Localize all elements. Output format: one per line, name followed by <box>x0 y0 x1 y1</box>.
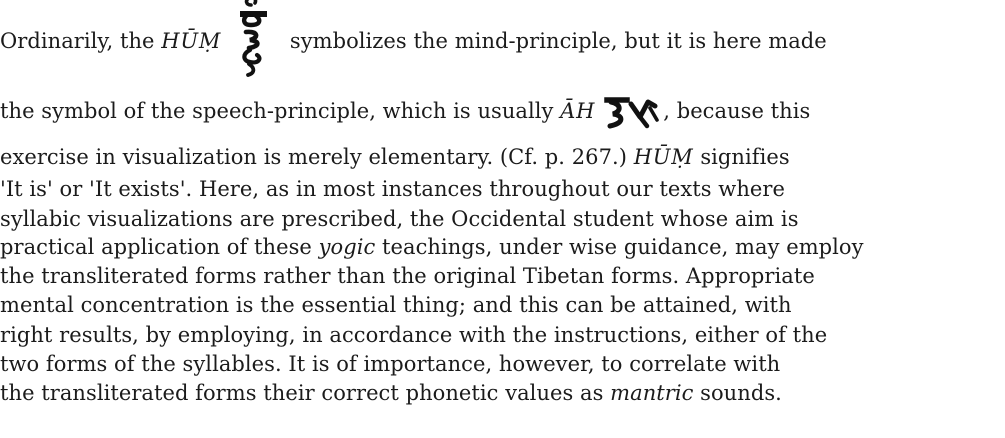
yogic-term: yogic <box>318 235 376 259</box>
text-line-10: two forms of the syllables. It is of imp… <box>0 352 781 376</box>
hum-term: HŪṂ <box>161 29 222 53</box>
text-line-7: the transliterated forms rather than the… <box>0 264 815 288</box>
tibetan-ah-icon <box>603 92 661 132</box>
text-line-6: practical application of these yogic tea… <box>0 234 1005 260</box>
line-3-lead: exercise in visualization is merely elem… <box>0 145 634 169</box>
text-line-2: the symbol of the speech-principle, whic… <box>0 96 1005 128</box>
line-2-tail: , because this <box>663 99 811 123</box>
text-line-3: exercise in visualization is merely elem… <box>0 144 1005 170</box>
text-line-8: mental concentration is the essential th… <box>0 293 792 317</box>
text-line-11: the transliterated forms their correct p… <box>0 380 1005 406</box>
line-2-lead: the symbol of the speech-principle, whic… <box>0 99 561 123</box>
mantric-term: mantric <box>610 381 694 405</box>
line-11-tail: sounds. <box>693 381 782 405</box>
line-1-tail: symbolizes the mind-principle, but it is… <box>283 29 827 53</box>
ah-term: ĀH <box>560 99 596 123</box>
line-6-lead: practical application of these <box>0 235 319 259</box>
tibetan-hum-icon <box>231 0 273 82</box>
line-1-lead: Ordinarily, the <box>0 29 162 53</box>
cut-off-previous-line <box>0 0 1005 12</box>
text-line-5: syllabic visualizations are prescribed, … <box>0 207 799 231</box>
line-3-tail: signifies <box>693 145 790 169</box>
hum-term-repeat: HŪṂ <box>633 145 694 169</box>
text-line-4: 'It is' or 'It exists'. Here, as in most… <box>0 177 785 201</box>
line-11-lead: the transliterated forms their correct p… <box>0 381 611 405</box>
text-line-9: right results, by employing, in accordan… <box>0 323 828 347</box>
text-line-1: Ordinarily, the HŪṂ symbolizes the mind-… <box>0 0 1005 77</box>
line-6-tail: teachings, under wise guidance, may empl… <box>375 235 864 259</box>
